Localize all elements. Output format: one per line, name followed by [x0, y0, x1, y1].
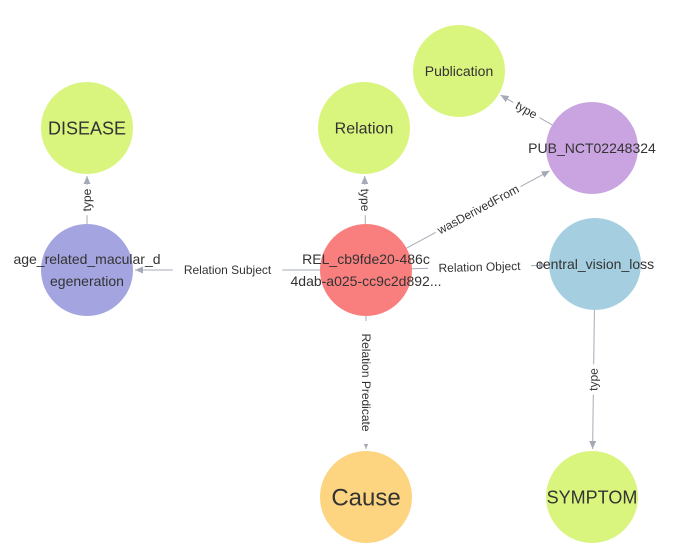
edge-label-group: type [357, 184, 374, 216]
edge-label-group: type [79, 184, 94, 216]
edge-label: Relation Object [438, 259, 521, 275]
edge-label-background [427, 257, 532, 276]
arrow-head-icon [361, 175, 369, 185]
edge-label-group: type [585, 364, 601, 395]
node-rel[interactable]: REL_cb9fde20-486c 4dab-a025-cc9c2d892... [291, 224, 442, 316]
edge-cvl-symptom[interactable]: type [585, 309, 601, 450]
edge-label-group: type [509, 95, 544, 124]
edge-label-background [585, 364, 601, 395]
arrow-head-icon [538, 261, 548, 269]
edge-amd-disease[interactable]: type [79, 176, 94, 224]
node-circle [320, 224, 412, 316]
edge-label-background [509, 95, 544, 124]
node-caption-line: age_related_macular_d [13, 251, 160, 267]
node-circle [413, 25, 505, 117]
node-cvl[interactable]: central_vision_loss [536, 218, 654, 310]
node-disease[interactable]: DISEASE [41, 82, 133, 174]
edge-rel-amd[interactable]: Relation Subject [135, 262, 320, 277]
edge-rel-pub[interactable]: wasDerivedFrom [406, 170, 550, 249]
node-caption-line: Cause [331, 484, 400, 511]
node-amd[interactable]: age_related_macular_d egeneration [13, 224, 161, 316]
arrow-head-icon [589, 440, 597, 450]
node-pub[interactable]: PUB_NCT02248324 [528, 102, 656, 194]
edge-label: wasDerivedFrom [434, 182, 521, 238]
edge-label: type [80, 188, 94, 211]
node-caption-line: egeneration [50, 273, 124, 289]
node-circle [546, 451, 638, 543]
edge-label-group: wasDerivedFrom [431, 179, 524, 239]
edge-rel-relation[interactable]: type [357, 175, 374, 225]
edge-pub-publication[interactable]: type [500, 94, 553, 126]
edge-label-background [172, 262, 283, 277]
arrow-head-icon [500, 95, 510, 103]
node-circle [318, 82, 410, 174]
node-caption-line: DISEASE [48, 118, 126, 138]
node-publication[interactable]: Publication [413, 25, 505, 117]
arrow-head-icon [541, 170, 550, 178]
edge-label-group: Relation Subject [172, 262, 283, 277]
edge-label-group: Relation Predicate [359, 321, 374, 444]
edge-rel-cause[interactable]: Relation Predicate [359, 316, 374, 449]
node-circle [549, 218, 641, 310]
edge-label-background [359, 321, 374, 444]
node-caption-line: 4dab-a025-cc9c2d892... [291, 273, 442, 289]
arrow-head-icon [83, 176, 91, 184]
node-caption-line: REL_cb9fde20-486c [302, 251, 430, 267]
node-caption-line: Publication [425, 63, 494, 79]
node-circle [41, 224, 133, 316]
node-relation[interactable]: Relation [318, 82, 410, 174]
node-circle [546, 102, 638, 194]
node-caption-line: SYMPTOM [547, 487, 638, 507]
edge-label-background [357, 184, 374, 216]
edge-label-background [431, 179, 524, 239]
edge-label-background [79, 184, 94, 216]
node-circle [41, 82, 133, 174]
edge-label: Relation Predicate [359, 333, 373, 431]
edge-rel-cvl[interactable]: Relation Object [411, 257, 548, 276]
node-caption-line: PUB_NCT02248324 [528, 140, 656, 156]
node-caption-line: central_vision_loss [536, 256, 654, 272]
edge-label: type [586, 368, 600, 391]
edge-label-group: Relation Object [427, 257, 532, 276]
nodes-layer: DISEASE Relation PublicationPUB_NCT0224832… [13, 25, 656, 543]
edge-label: Relation Subject [184, 263, 272, 277]
edge-label: type [358, 189, 372, 212]
arrow-head-icon [135, 266, 143, 274]
node-circle [320, 451, 412, 543]
node-caption-line: Relation [335, 121, 394, 138]
node-symptom[interactable]: SYMPTOM [546, 451, 638, 543]
node-cause[interactable]: Cause [320, 451, 412, 543]
